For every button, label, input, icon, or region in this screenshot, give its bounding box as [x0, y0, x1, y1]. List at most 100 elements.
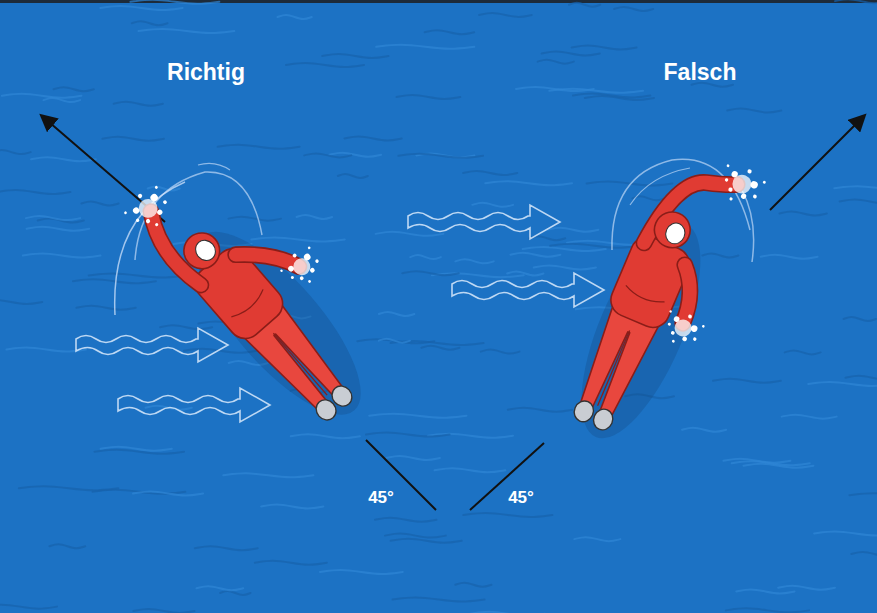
- water-ripple: [376, 232, 444, 236]
- water-ripple: [344, 136, 401, 140]
- water-ripple: [614, 7, 653, 11]
- water-ripple: [114, 102, 163, 106]
- water-ripple: [835, 0, 877, 3]
- water-ripple: [702, 253, 738, 257]
- water-ripple: [393, 598, 485, 602]
- water-ripple: [102, 137, 164, 141]
- water-ripple: [101, 447, 172, 451]
- water-ripple: [573, 94, 650, 98]
- water-ripple: [569, 3, 600, 7]
- water-ripple: [19, 486, 118, 490]
- water-ripple: [89, 273, 186, 277]
- angle-label: 45°: [508, 488, 534, 508]
- water-ripple: [6, 348, 85, 352]
- water-ripple: [375, 518, 437, 522]
- water-ripple: [508, 408, 572, 412]
- illustration-part: [273, 333, 327, 395]
- water-ripple: [463, 513, 552, 517]
- water-ripple: [0, 300, 42, 304]
- illustration-part: [649, 206, 696, 253]
- water-ripple: [132, 21, 168, 25]
- water-ripple: [379, 312, 414, 316]
- water-ripple: [425, 30, 475, 34]
- water-ripple: [574, 537, 620, 541]
- water-ripple: [291, 434, 360, 438]
- water-ripple: [0, 150, 31, 154]
- illustration-part: [231, 289, 266, 321]
- water-ripple: [27, 227, 90, 231]
- water-ripple: [329, 153, 381, 157]
- water-ripple: [0, 190, 70, 194]
- water-ripple: [572, 45, 637, 49]
- flow-arrow: [408, 205, 560, 239]
- motion-arc: [198, 163, 230, 170]
- water-ripple: [834, 186, 877, 190]
- water-ripple: [471, 612, 545, 613]
- water-ripple: [338, 174, 368, 178]
- water-ripple: [255, 561, 327, 565]
- water-ripple: [133, 609, 194, 613]
- flow-arrow: [452, 273, 604, 307]
- illustration-part: [659, 307, 707, 352]
- water-ripple: [261, 504, 323, 508]
- water-ripple: [455, 259, 493, 263]
- water-ripple: [81, 201, 118, 205]
- water-ripple: [421, 346, 459, 350]
- water-ripple: [785, 350, 821, 354]
- motion-arc: [612, 159, 750, 250]
- illustration-part: [571, 398, 597, 425]
- water-ripple: [297, 215, 333, 219]
- water-ripple: [369, 414, 466, 418]
- water-ripple: [713, 379, 781, 383]
- water-ripple: [782, 415, 837, 419]
- water-ripple: [455, 583, 491, 587]
- water-ripple: [779, 212, 826, 216]
- illustration-part: [236, 229, 299, 293]
- water-ripple: [73, 279, 156, 283]
- motion-arc: [742, 190, 754, 262]
- water-ripple: [366, 433, 450, 437]
- water-ripple: [304, 153, 351, 157]
- water-ripple: [130, 0, 219, 4]
- water-ripple: [139, 29, 235, 33]
- water-ripple: [849, 493, 877, 497]
- water-ripple: [549, 89, 643, 93]
- water-ripple: [195, 546, 258, 550]
- water-ripple: [485, 181, 572, 185]
- water-ripple: [402, 271, 458, 275]
- water-ripple: [23, 254, 101, 258]
- water-ripple: [472, 203, 513, 207]
- water-ripple: [851, 552, 877, 556]
- water-ripple: [386, 456, 440, 460]
- direction-arrow: [770, 116, 864, 210]
- water-ripple: [726, 608, 809, 612]
- water-ripple: [396, 95, 460, 99]
- water-ripple: [43, 98, 80, 102]
- water-ripple: [632, 196, 664, 200]
- illustration-part: [191, 236, 219, 264]
- heading-correct: Richtig: [167, 59, 245, 86]
- illustration-part: [644, 160, 737, 268]
- water-ripple: [229, 217, 281, 221]
- water-ripple: [808, 382, 877, 386]
- water-ripple: [761, 255, 818, 259]
- water-ripple: [727, 109, 781, 113]
- swimmer-wrong: [557, 138, 768, 459]
- water-ripple: [410, 255, 441, 259]
- illustration-part: [644, 160, 737, 268]
- illustration-part: [121, 182, 177, 237]
- water-ripple: [320, 570, 403, 574]
- illustration-part: [590, 406, 616, 433]
- water-ripple: [322, 54, 388, 58]
- water-ripple: [398, 154, 483, 158]
- water-ripple: [0, 605, 57, 609]
- water-ripple: [435, 468, 506, 472]
- water-ripple: [54, 87, 94, 91]
- water-ripple: [845, 376, 877, 380]
- illustration-part: [277, 243, 327, 293]
